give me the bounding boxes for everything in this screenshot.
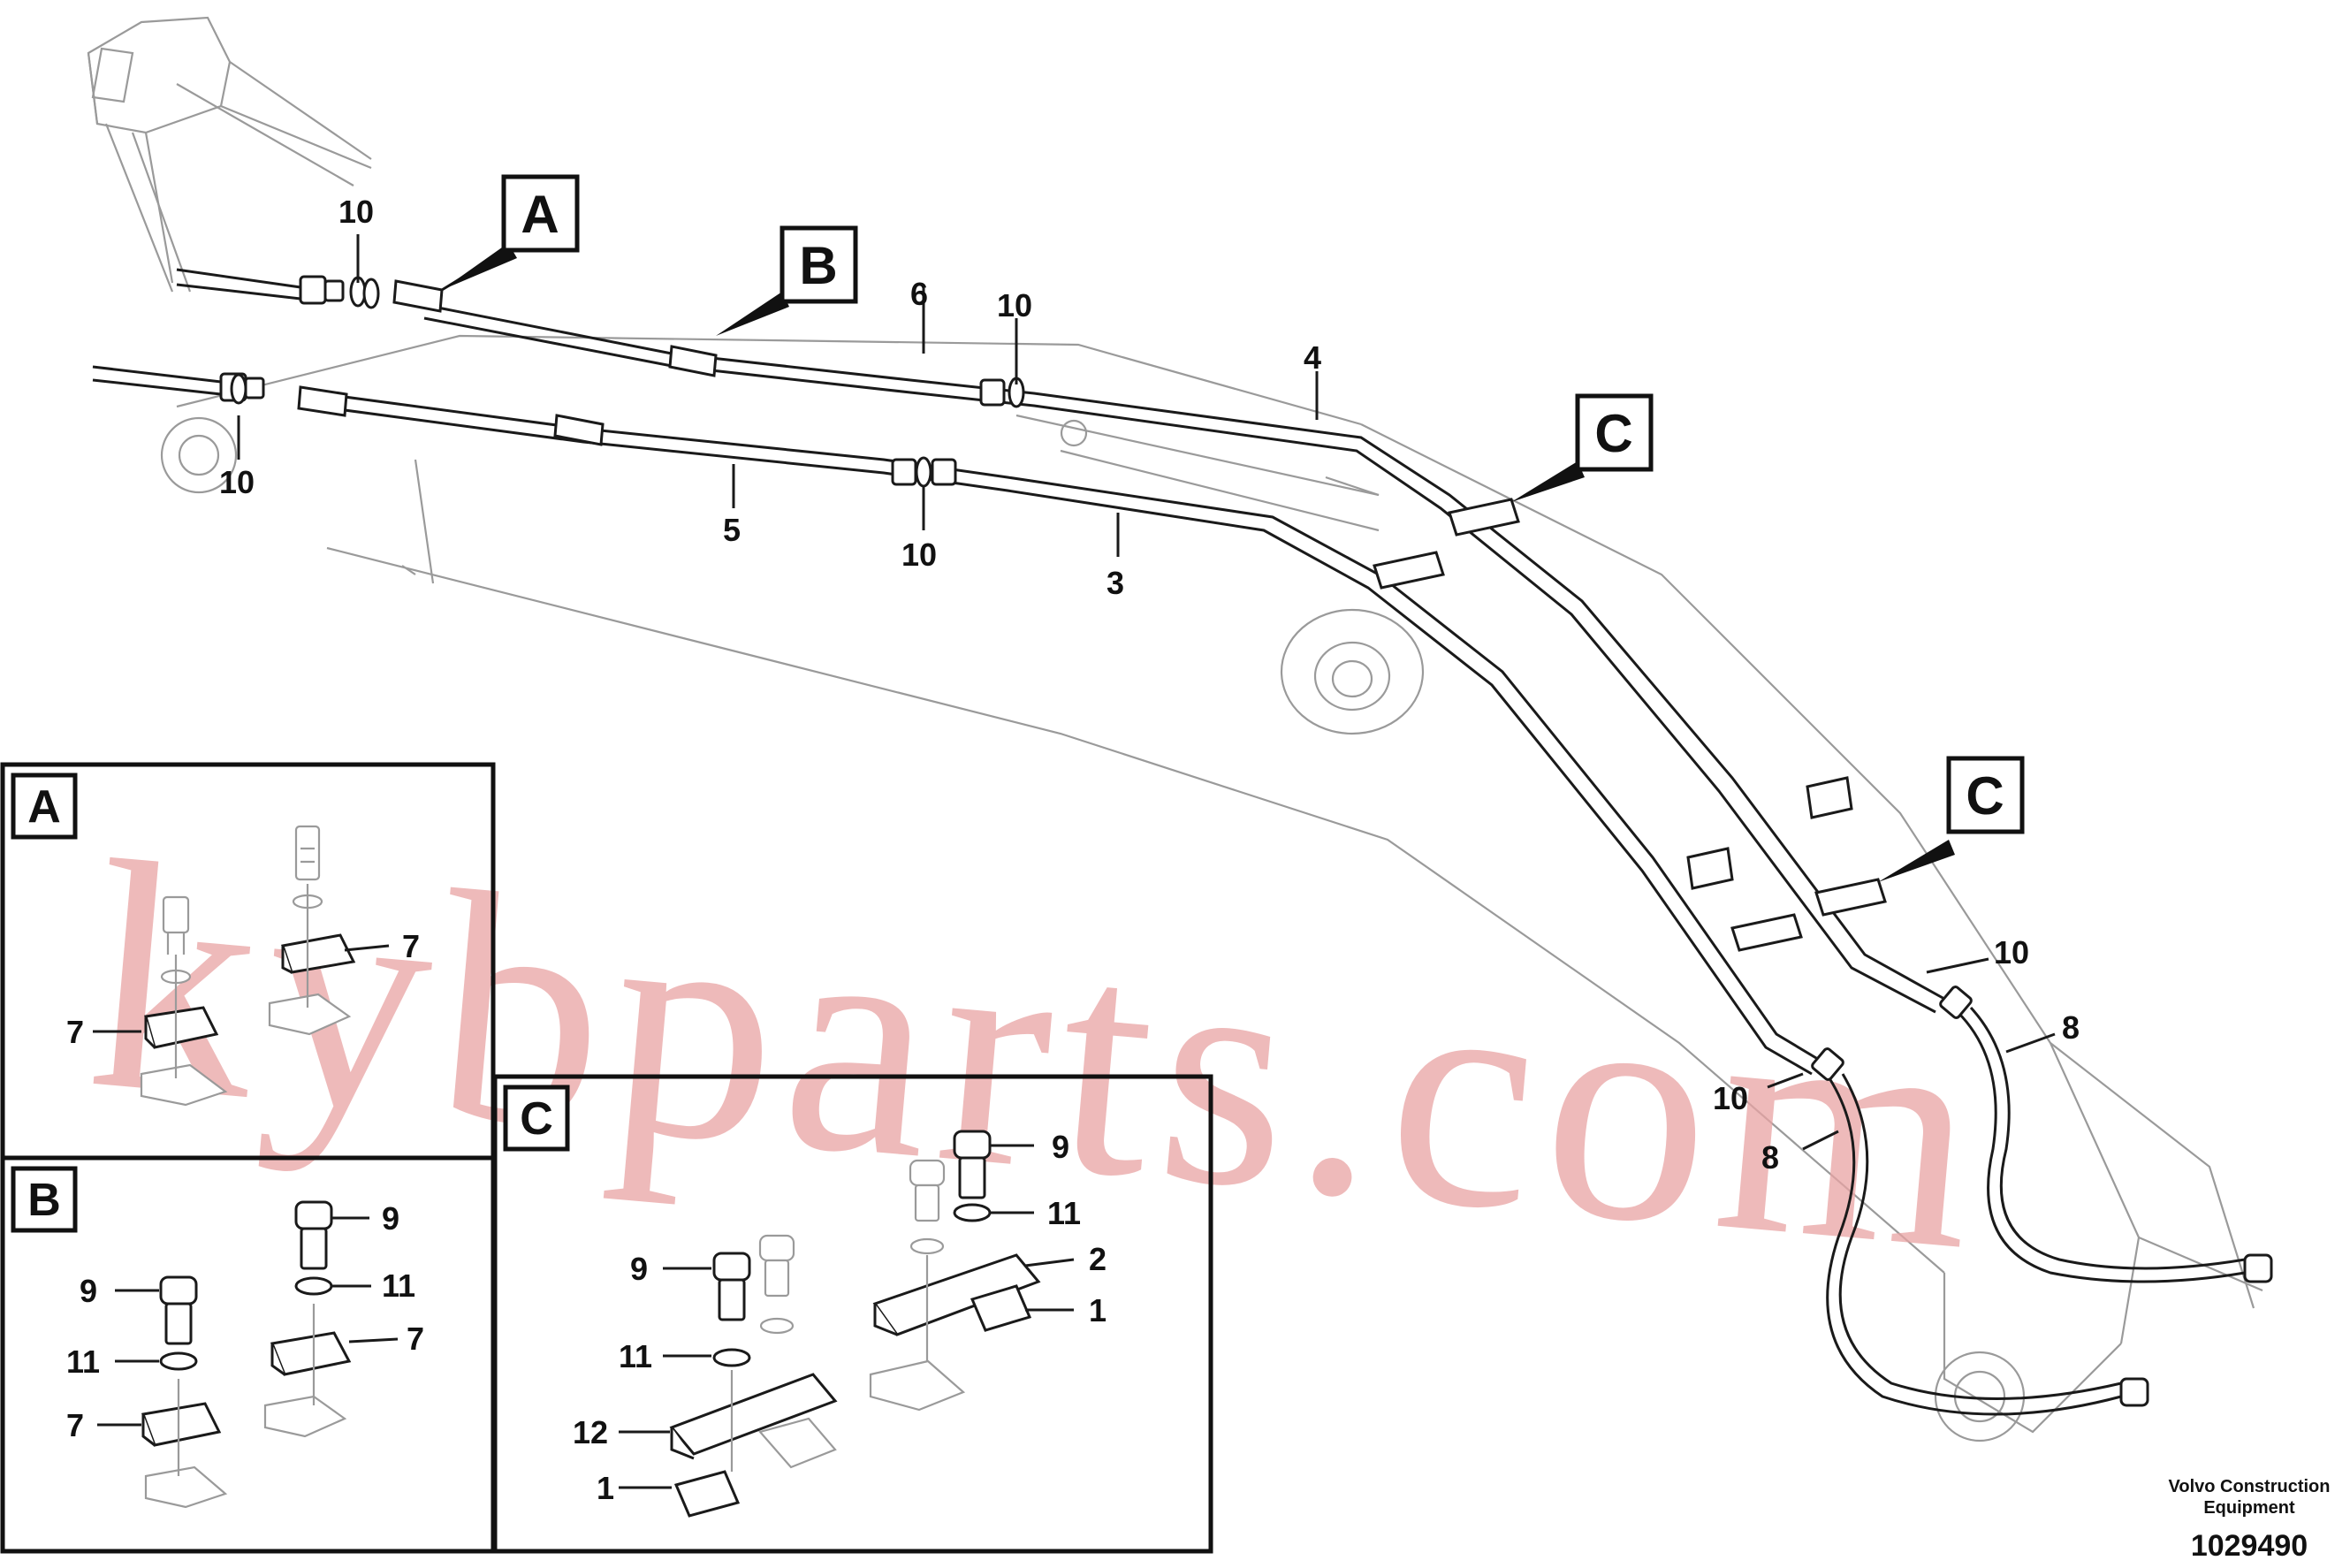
callout-c-upper-letter: C [1594,404,1632,463]
panel-b-label-11-right: 11 [382,1267,415,1304]
label-3: 3 [1107,565,1124,601]
label-10-right: 10 [1994,934,2029,970]
panel-a-label-7-left: 7 [66,1014,84,1050]
label-10-bottom: 10 [1713,1080,1748,1116]
label-10-mid-upper: 10 [997,287,1032,323]
panel-b-label-7-left: 7 [66,1407,84,1443]
publisher-line2: Equipment [2203,1498,2295,1518]
panel-c-label-11-left: 11 [619,1338,652,1374]
pipe-upper [176,268,1945,1014]
panel-c-label-1-right: 1 [1089,1292,1107,1328]
main-labels: 10 10 10 10 10 6 4 5 3 8 8 10 [219,194,2080,1176]
callout-b-letter: B [799,236,837,295]
label-10-left: 10 [219,464,255,500]
panel-a: A 7 7 [0,762,496,1161]
clamp-stack-b-right [263,1200,352,1438]
hose-8-right [1956,1006,2246,1283]
clamp-assembly-c-right [869,1130,1041,1412]
label-10-mid-lower: 10 [901,537,937,573]
callout-b[interactable]: B [716,225,858,336]
boom-outline [87,16,2263,1442]
callout-c-lower[interactable]: C [1878,756,2025,882]
panel-c-label-11-right: 11 [1047,1195,1081,1231]
label-4: 4 [1304,339,1321,376]
label-8-right: 8 [2062,1009,2080,1046]
panel-c-label-1-left: 1 [597,1470,614,1506]
panel-b: B 9 11 7 9 11 7 [0,1155,496,1554]
panel-b-label-7-right: 7 [407,1321,424,1357]
panel-a-title: A [27,781,61,833]
callout-a[interactable]: A [441,174,580,292]
callout-c-lower-letter: C [1966,766,2004,826]
pipe-clamps [297,279,1887,952]
panel-b-title: B [27,1175,61,1226]
clamp-assembly-c-left [669,1234,838,1518]
callout-a-letter: A [521,185,559,244]
clamp-stack-a-right [268,825,356,1036]
callout-c-upper[interactable]: C [1511,393,1654,502]
footer: Volvo Construction Equipment 1029490 [2169,1477,2331,1563]
drawing-number: 1029490 [2191,1529,2308,1563]
panel-c-label-2: 2 [1089,1241,1107,1277]
hose-8-left [1826,1073,2122,1416]
hose-fittings [219,275,2273,1407]
clamp-stack-b-left [141,1275,228,1509]
pipe-lower [92,365,1821,1076]
label-6: 6 [910,276,928,312]
panel-b-label-9-left: 9 [80,1273,97,1309]
panel-c-title: C [520,1093,553,1145]
panel-c-label-9-right: 9 [1052,1129,1069,1165]
panel-c: C 9 [492,1074,1213,1554]
panel-b-label-11-left: 11 [66,1343,100,1380]
label-8-left: 8 [1761,1139,1779,1176]
publisher-line1: Volvo Construction [2169,1477,2331,1496]
clamp-stack-a-left [140,895,228,1107]
label-10-top: 10 [338,194,374,230]
label-5: 5 [723,512,741,548]
panel-c-label-9-left: 9 [630,1251,648,1287]
panel-b-label-9-right: 9 [382,1200,399,1237]
panel-c-label-12: 12 [573,1414,608,1450]
panel-a-label-7-right: 7 [402,928,420,964]
